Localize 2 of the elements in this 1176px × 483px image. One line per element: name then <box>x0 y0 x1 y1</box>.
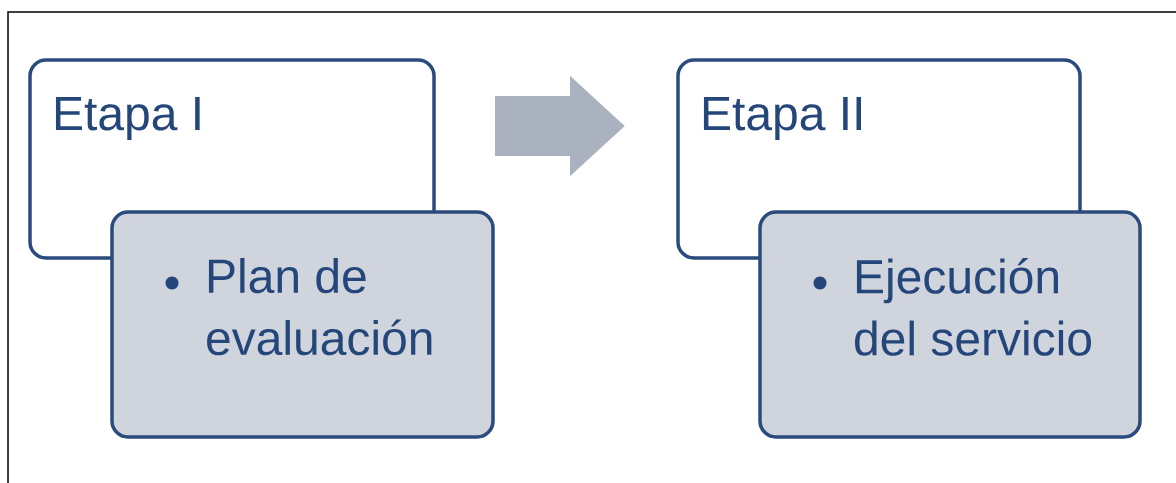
detail-box: Plan de evaluación <box>110 210 495 439</box>
detail-box: Ejecución del servicio <box>758 210 1142 439</box>
